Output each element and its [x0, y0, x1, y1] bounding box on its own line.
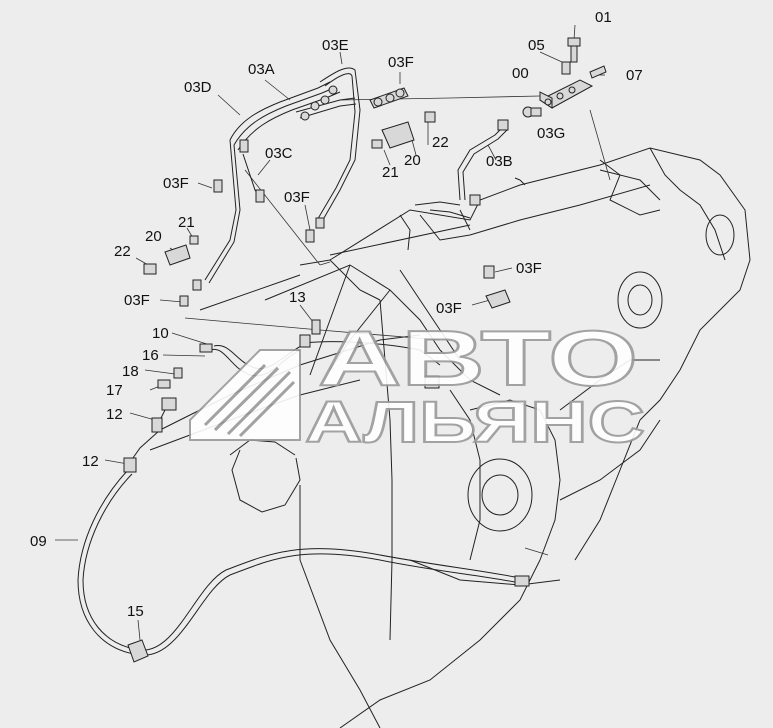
label-09: 09 [30, 533, 47, 550]
label-00: 00 [512, 65, 529, 82]
fitting-03A-b [300, 111, 310, 121]
label-13: 13 [289, 289, 306, 306]
label-20-top: 20 [404, 152, 421, 169]
label-03F-top: 03F [388, 54, 414, 71]
label-21-left: 21 [178, 214, 195, 231]
label-03A: 03A [248, 61, 275, 78]
fitting-12-upper [161, 397, 177, 411]
label-03F-lower: 03F [124, 292, 150, 309]
label-18: 18 [122, 363, 139, 380]
bolt-17 [157, 379, 171, 389]
watermark-logo [189, 349, 301, 441]
fitting-18 [173, 367, 183, 379]
label-07: 07 [626, 67, 643, 84]
label-03E: 03E [322, 37, 349, 54]
label-17: 17 [106, 382, 123, 399]
label-03C: 03C [265, 145, 293, 162]
label-22-top: 22 [432, 134, 449, 151]
label-15: 15 [127, 603, 144, 620]
watermark-line2: АЛЬЯНС [305, 390, 645, 455]
clamp-right [485, 289, 511, 309]
fitting-03G [522, 106, 542, 118]
label-10: 10 [152, 325, 169, 342]
nipple-05 [561, 61, 571, 75]
part-labels: 01 05 07 00 03G 03E 03F 03A 03D 22 20 21… [30, 9, 643, 620]
fitting-03F-left [213, 179, 223, 193]
fitting-13-b [299, 334, 311, 348]
clamp-left [143, 235, 199, 275]
fitting-boom-mid [424, 375, 440, 389]
fitting-hose-end [514, 575, 530, 587]
fittings-03F-top [369, 87, 409, 109]
label-03B: 03B [486, 153, 513, 170]
fitting-16 [199, 343, 213, 353]
fitting-03E-a [328, 85, 338, 95]
label-12-b: 12 [82, 453, 99, 470]
fitting-03F-right [483, 265, 495, 279]
clamp-top [371, 111, 436, 149]
upper-pipe-bundle [204, 67, 521, 284]
label-16: 16 [142, 347, 159, 364]
fitting-03F-lower-left [179, 295, 189, 307]
label-03F-mid: 03F [284, 189, 310, 206]
label-05: 05 [528, 37, 545, 54]
manifold-block [539, 79, 594, 109]
fitting-03E-b [320, 95, 330, 105]
fitting-03C [255, 189, 265, 203]
fitting-03A-a [310, 101, 320, 111]
label-22-left: 22 [114, 243, 131, 260]
fitting-12-mid [151, 417, 163, 433]
fittings [123, 37, 607, 663]
bolt-01 [567, 37, 581, 63]
fitting-13 [311, 319, 321, 335]
label-03G: 03G [537, 125, 565, 142]
label-21-top: 21 [382, 164, 399, 181]
nipple-07 [589, 65, 607, 79]
watermark: АВТО АЛЬЯНС [189, 313, 646, 456]
label-03F-left: 03F [163, 175, 189, 192]
fitting-03D [239, 139, 249, 153]
clamp-15 [127, 639, 149, 663]
label-01: 01 [595, 9, 612, 26]
label-12-a: 12 [106, 406, 123, 423]
fitting-12-lower [123, 457, 137, 473]
label-03F-right1: 03F [516, 260, 542, 277]
fitting-03B-end [469, 194, 481, 206]
watermark-line1: АВТО [318, 314, 638, 402]
fitting-03B-top [497, 119, 509, 131]
fitting-03C-end [192, 279, 202, 291]
label-20-left: 20 [145, 228, 162, 245]
label-03F-right2: 03F [436, 300, 462, 317]
fitting-03F-mid [305, 229, 315, 243]
fitting-03E-end [315, 217, 325, 229]
label-03D: 03D [184, 79, 212, 96]
